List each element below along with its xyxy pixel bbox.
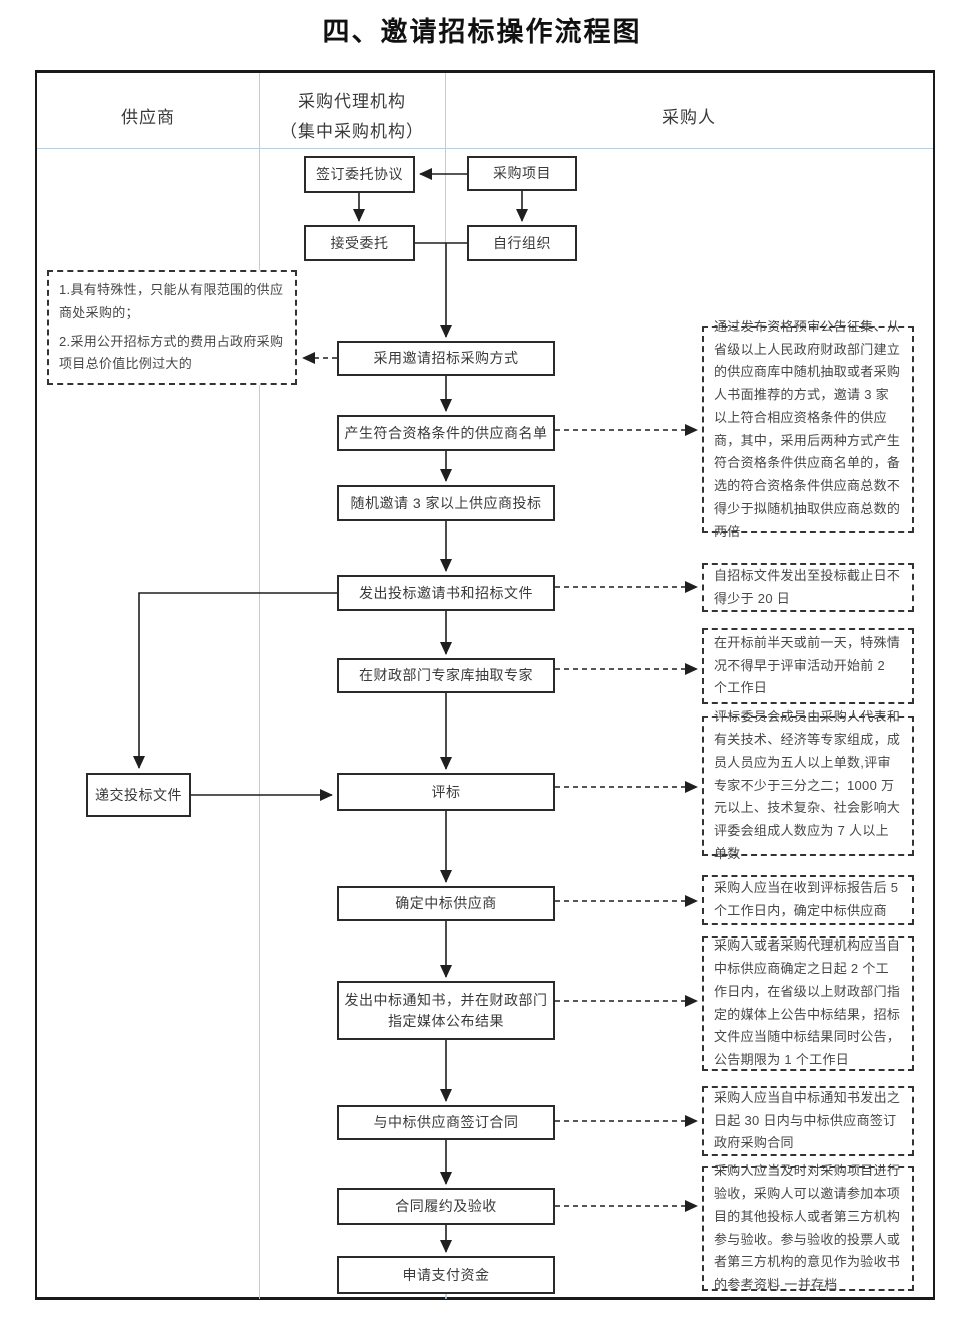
- swimlane-table: 供应商 采购代理机构 （集中采购机构） 采购人: [35, 70, 935, 1300]
- flow-box-apply-payment: 申请支付资金: [337, 1256, 555, 1294]
- arrow-invitation-to-submitbid: [133, 592, 337, 769]
- flow-box-issue-notice: 发出中标通知书，并在财政部门指定媒体公布结果: [337, 981, 555, 1040]
- note-item: 1.具有特殊性，只能从有限范围的供应商处采购的；: [59, 282, 284, 320]
- flow-box-submit-bid: 递交投标文件: [86, 773, 191, 817]
- flow-box-sign-contract: 与中标供应商签订合同: [337, 1105, 555, 1140]
- lane-divider-2: [445, 73, 446, 243]
- column-header-agency-line2: （集中采购机构）: [280, 122, 424, 141]
- flow-box-supplier-list: 产生符合资格条件的供应商名单: [337, 415, 555, 451]
- flow-box-performance-acceptance: 合同履约及验收: [337, 1188, 555, 1225]
- note-box-20-days-rule: 自招标文件发出至投标截止日不得少于 20 日: [702, 563, 914, 612]
- flow-box-adopt-method: 采用邀请招标采购方式: [337, 341, 555, 376]
- flow-box-self-organize: 自行组织: [467, 225, 577, 261]
- note-box-announcement-rule: 采购人或者采购代理机构应当自中标供应商确定之日起 2 个工作日内，在省级以上财政…: [702, 936, 914, 1071]
- note-box-30-days-contract-rule: 采购人应当自中标通知书发出之日起 30 日内与中标供应商签订政府采购合同: [702, 1086, 914, 1156]
- lane-divider-1: [259, 73, 260, 1299]
- note-item: 2.采用公开招标方式的费用占政府采购项目总价值比例过大的: [59, 333, 284, 372]
- column-header-supplier: 供应商: [121, 108, 175, 127]
- flow-box-issue-invitation: 发出投标邀请书和招标文件: [337, 575, 555, 611]
- flow-box-accept-entrustment: 接受委托: [304, 225, 415, 261]
- flow-box-sign-agreement: 签订委托协议: [304, 156, 415, 193]
- flow-box-extract-experts: 在财政部门专家库抽取专家: [337, 658, 555, 693]
- flow-box-invite-three: 随机邀请 3 家以上供应商投标: [337, 485, 555, 521]
- flow-box-determine-winner: 确定中标供应商: [337, 886, 555, 921]
- note-box-expert-extraction-timing: 在开标前半天或前一天，特殊情况不得早于评审活动开始前 2 个工作日: [702, 628, 914, 704]
- note-box-5-workdays-rule: 采购人应当在收到评标报告后 5 个工作日内，确定中标供应商: [702, 875, 914, 925]
- flow-connectors: [133, 168, 698, 1299]
- column-header-agency-line1: 采购代理机构: [298, 92, 406, 111]
- note-box-acceptance-rule: 采购人应当及时对采购项目进行验收，采购人可以邀请参加本项目的其他投标人或者第三方…: [702, 1163, 914, 1292]
- header-divider: [37, 148, 933, 149]
- flow-box-evaluate: 评标: [337, 773, 555, 811]
- page-title: 四、邀请招标操作流程图: [322, 17, 642, 47]
- note-box-evaluation-committee: 评标委员会成员由采购人代表和有关技术、经济等专家组成，成员人员应为五人以上单数,…: [702, 709, 914, 861]
- flow-box-procurement-project: 采购项目: [467, 156, 577, 191]
- note-box-left-conditions: 1.具有特殊性，只能从有限范围的供应商处采购的； 2.采用公开招标方式的费用占政…: [47, 270, 297, 385]
- note-box-supplier-list-rule: 通过发布资格预审公告征集、从省级以上人民政府财政部门建立的供应商库中随机抽取或者…: [702, 319, 914, 539]
- column-header-purchaser: 采购人: [662, 108, 716, 127]
